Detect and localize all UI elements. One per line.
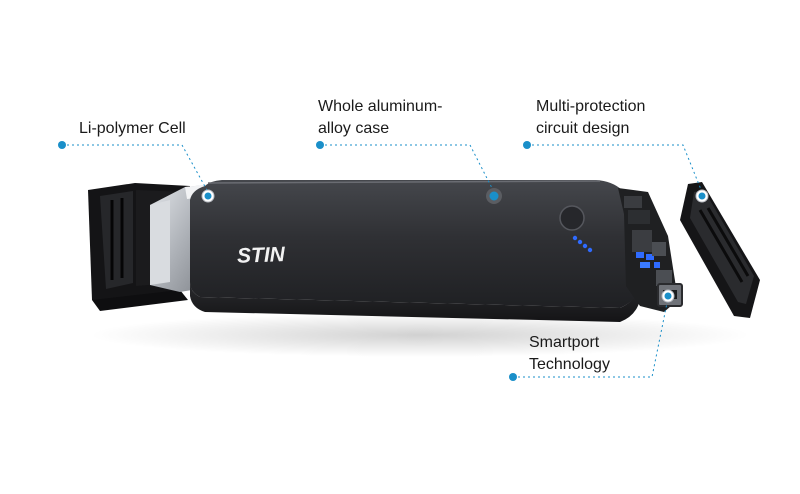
callout-smartport-line1: Smartport [529,334,600,351]
callout-aluminum-case: Whole aluminum- alloy case [318,96,442,140]
callout-aluminum-case-line2: alloy case [318,120,390,137]
right-end-cap [680,182,760,318]
callout-dots [58,141,531,381]
aluminum-case: STIN [190,180,640,322]
callout-aluminum-case-line1: Whole aluminum- [318,98,443,115]
callout-smartport-technology: Smartport Technology [529,332,610,376]
callout-leader-lines [62,144,703,378]
floor-shadow [90,313,750,357]
callout-li-polymer-cell: Li-polymer Cell [79,118,186,140]
callout-circuit-line2: circuit design [536,120,630,137]
battery-led-indicators [572,235,593,253]
brand-logo: STIN [237,243,286,268]
callout-multi-protection-circuit: Multi-protection circuit design [536,96,645,140]
callout-li-polymer-cell-line1: Li-polymer Cell [79,120,186,137]
callout-smartport-line2: Technology [529,356,610,373]
callout-anchors [201,188,709,303]
callout-circuit-line1: Multi-protection [536,98,646,115]
power-button [559,205,585,231]
